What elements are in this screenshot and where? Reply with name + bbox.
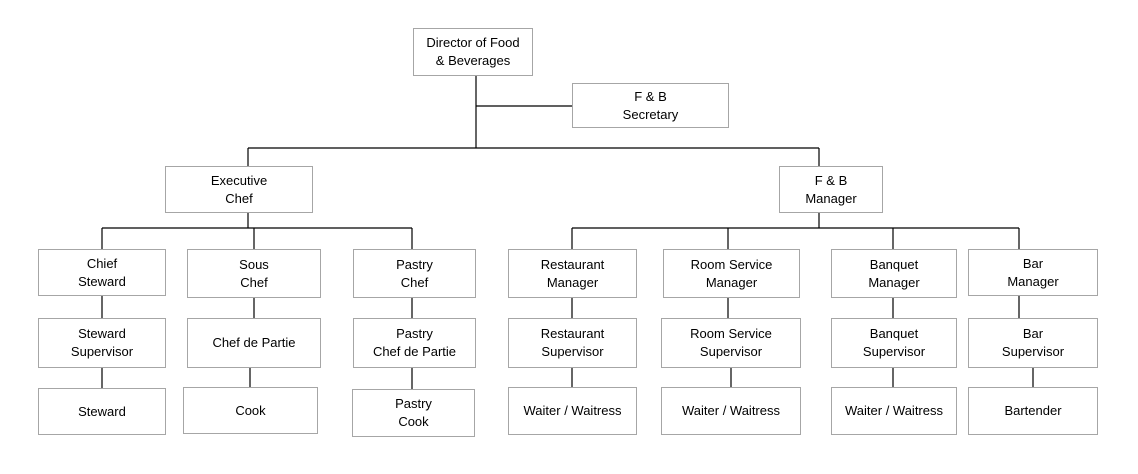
node-label-line: Manager [868, 274, 920, 290]
node-label-line: Supervisor [699, 344, 763, 359]
node-bartender: Bartender [968, 387, 1098, 435]
node-label-line: Chef [400, 274, 429, 290]
node-label-line: Waiter / Waitress [682, 403, 780, 418]
node-label-line: Banquet [869, 256, 919, 272]
node-label-line: Steward [78, 273, 126, 289]
node-label-line: Chef de Partie [372, 344, 457, 359]
node-label-line: Supervisor [862, 344, 926, 359]
node-label-line: Manager [1007, 273, 1059, 289]
node-label-line: Manager [705, 274, 758, 290]
node-chef-de-partie: Chef de Partie [187, 318, 321, 368]
node-label-line: Secretary [622, 106, 679, 122]
node-label-line: F & B [814, 172, 848, 188]
node-label-line: Bartender [1004, 403, 1062, 418]
node-label-line: Manager [546, 274, 599, 290]
node-label-line: Supervisor [541, 344, 604, 359]
node-fb-manager: F & B Manager [779, 166, 883, 213]
node-label-line: Cook [398, 414, 429, 429]
node-label-line: Banquet [869, 326, 919, 341]
node-label-line: Director of Food [426, 35, 520, 50]
node-steward: Steward [38, 388, 166, 435]
node-banquet-waiter: Waiter / Waitress [831, 387, 957, 435]
node-label-line: Bar [1022, 255, 1044, 271]
node-label-line: Chef de Partie [212, 335, 296, 350]
node-label-line: Supervisor [70, 344, 134, 359]
node-label-line: Waiter / Waitress [845, 403, 943, 418]
node-label-line: Steward [78, 403, 126, 419]
node-label-line: & Beverages [435, 53, 511, 68]
node-label-line: Supervisor [1001, 344, 1065, 359]
node-label-line: Room Service [690, 256, 773, 272]
node-label-line: Room Service [690, 326, 772, 341]
node-label-line: Chief [86, 255, 118, 271]
node-director: Director of Food & Beverages [413, 28, 533, 76]
node-label-line: Manager [805, 190, 857, 206]
node-label-line: Sous [239, 256, 269, 272]
node-label-line: Waiter / Waitress [523, 403, 622, 418]
node-restaurant-waiter: Waiter / Waitress [508, 387, 637, 435]
node-label-line: F & B [634, 88, 667, 104]
node-label-line: Cook [235, 402, 266, 418]
node-label-line: Pastry [396, 326, 433, 341]
node-label-line: Chef [240, 274, 268, 290]
node-label-line: Executive [210, 172, 268, 188]
node-cook: Cook [183, 387, 318, 434]
node-label-line: Chef [225, 190, 253, 206]
node-label-line: Pastry [395, 396, 432, 411]
node-secretary: F & B Secretary [572, 83, 729, 128]
node-label-line: Bar [1022, 326, 1044, 341]
node-room-service-waiter: Waiter / Waitress [661, 387, 801, 435]
node-label-line: Restaurant [540, 256, 605, 272]
node-label-line: Restaurant [540, 326, 605, 341]
node-label-line: Pastry [396, 256, 433, 272]
node-label-line: Steward [78, 326, 126, 341]
